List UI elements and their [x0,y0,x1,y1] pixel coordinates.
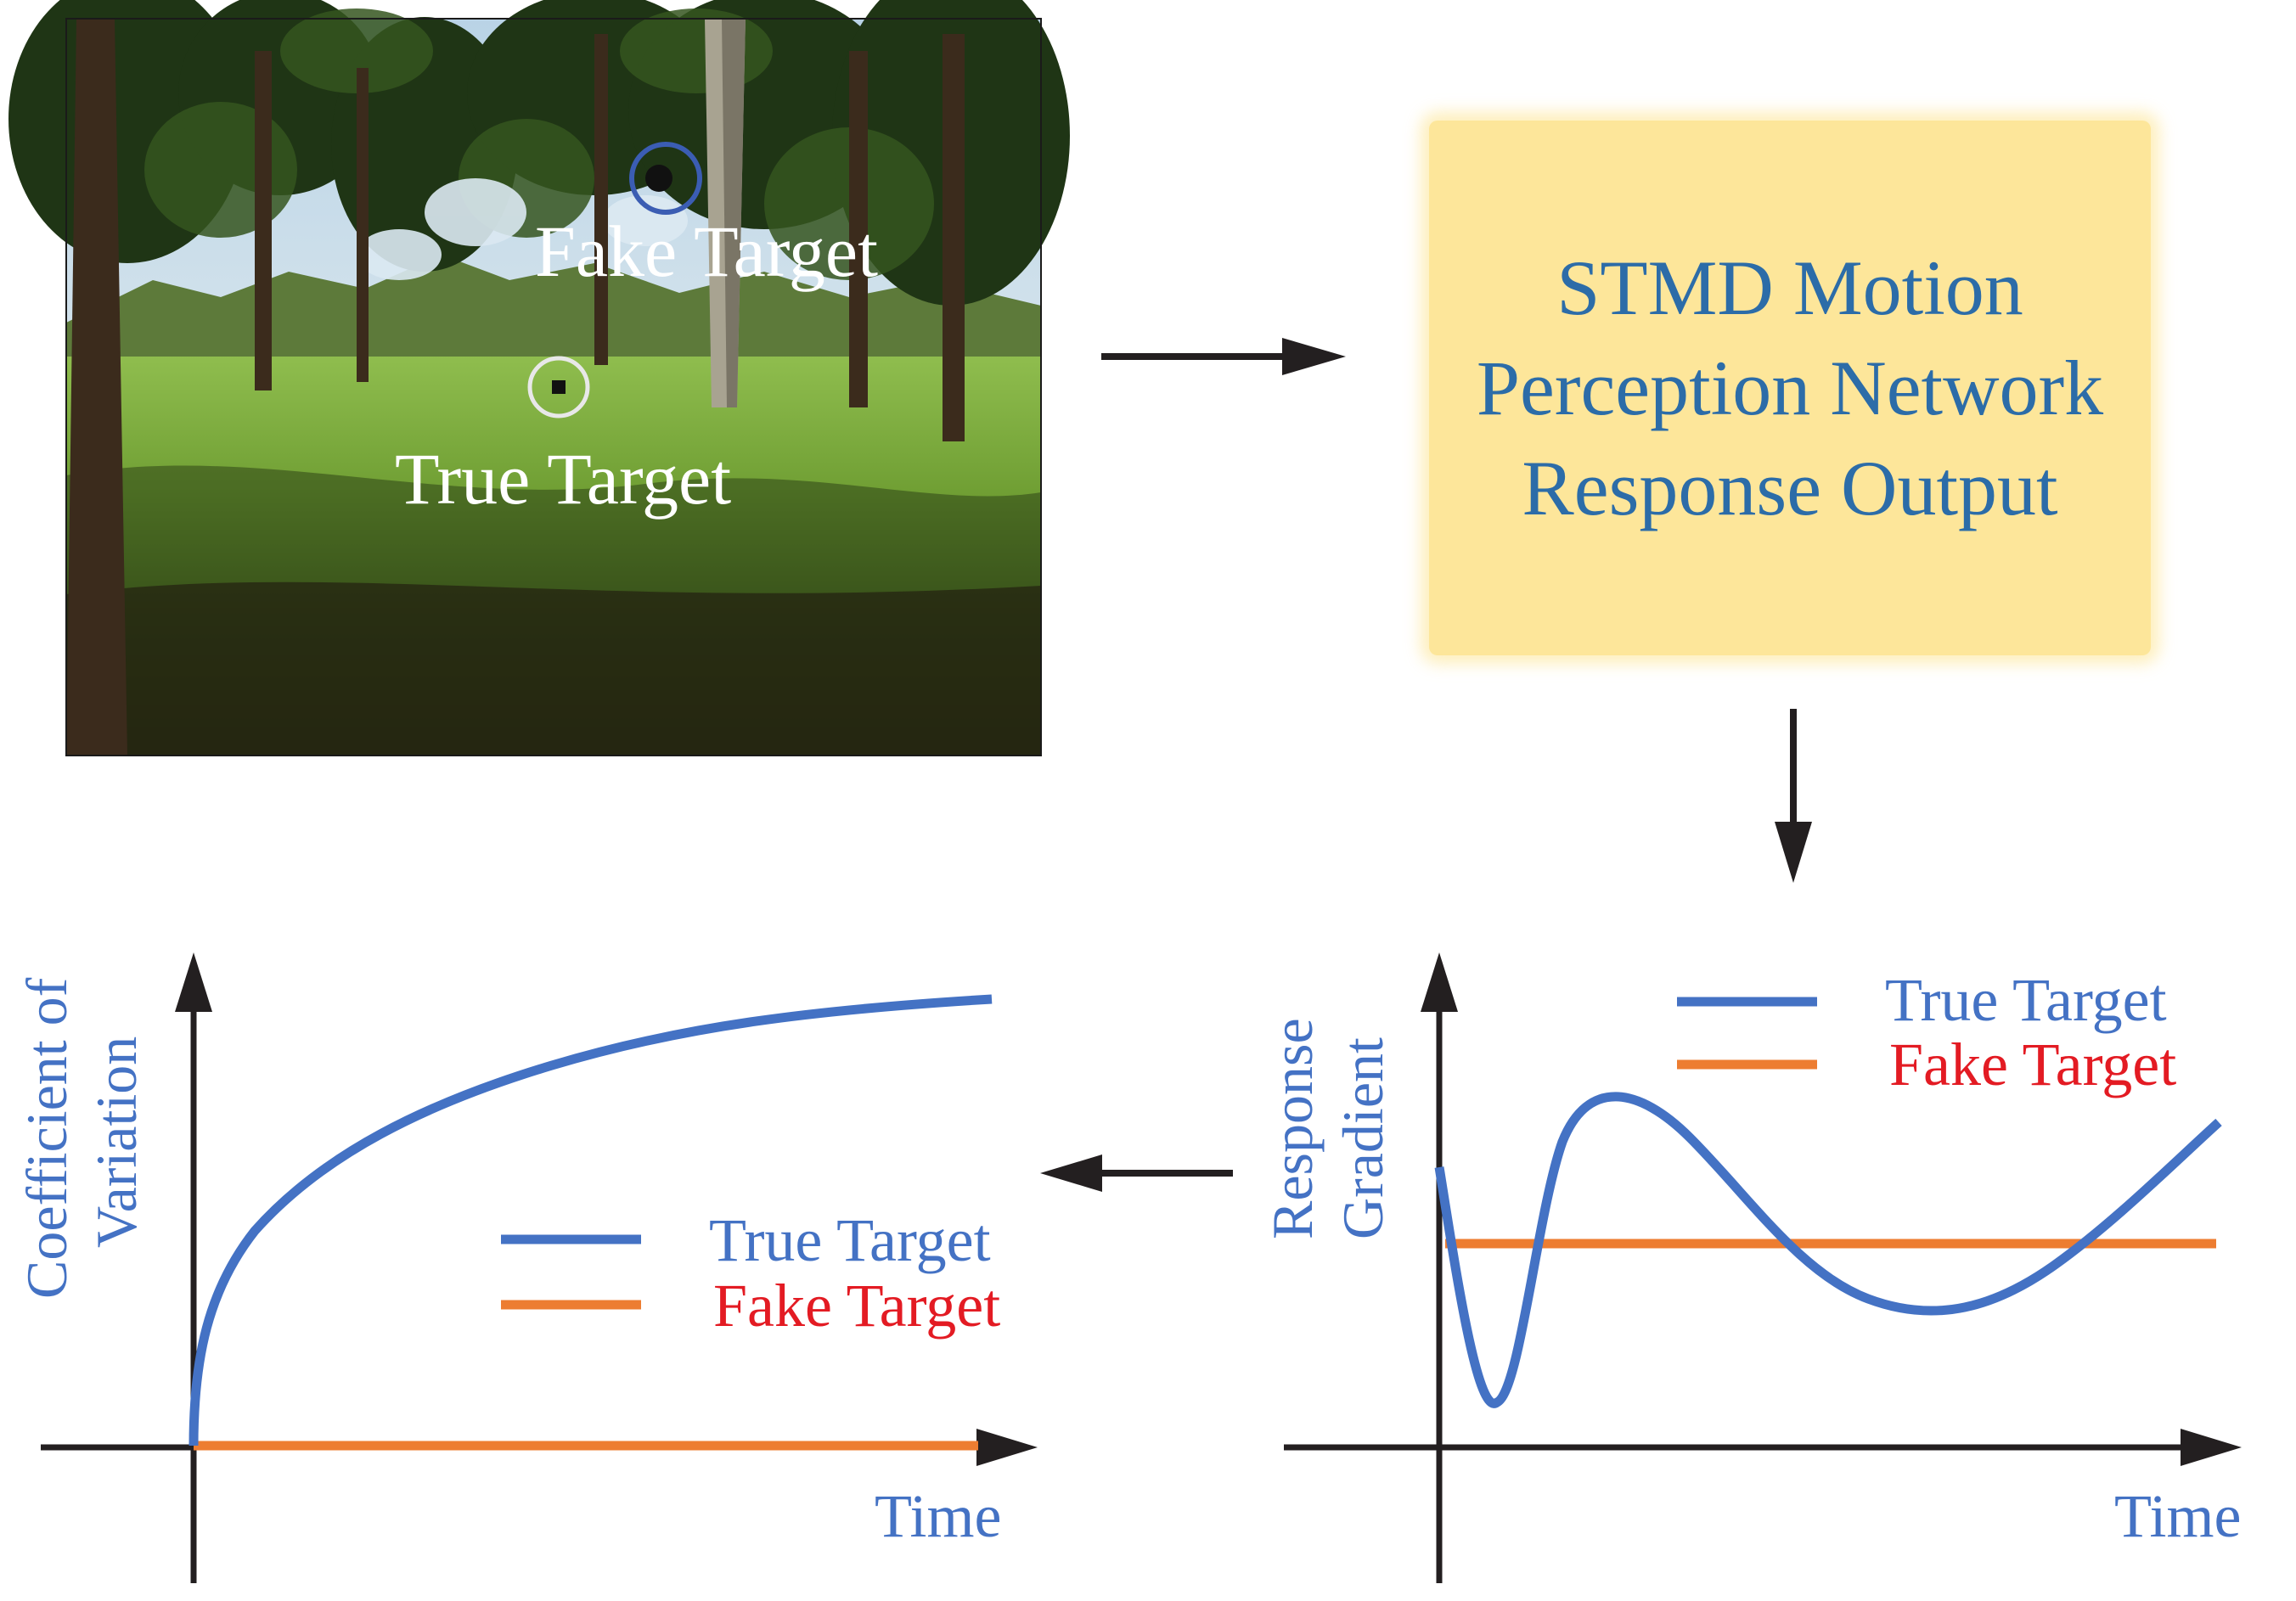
y-axis-arrowhead [1421,952,1458,1012]
true-target-label: True Target [395,438,731,520]
forest-scene-photo [8,0,1070,756]
response-gradient-chart: Response Gradient Time True Target Fake … [1260,952,2242,1583]
left-arrow-icon [1040,1154,1233,1192]
y-axis-label-line2: Variation [84,1036,149,1248]
legend: True Target Fake Target [501,1206,1000,1340]
x-axis-arrowhead [2181,1429,2242,1466]
box-line-2: Perception Network [1476,345,2104,431]
down-arrow-icon [1775,709,1812,883]
y-axis-label-line1: Response [1260,1018,1325,1239]
true-target-series-line [189,994,993,1447]
y-axis-label-line2: Gradient [1331,1037,1395,1239]
legend-label-true: True Target [709,1206,991,1274]
fake-target-label: Fake Target [535,211,878,292]
true-target-marker [527,356,590,419]
x-axis-label: Time [2114,1482,2241,1550]
legend-label-fake: Fake Target [713,1272,1000,1340]
coefficient-of-variation-chart: Coefficient of Variation Time True Targe… [14,952,1038,1583]
legend: True Target Fake Target [1677,966,2176,1098]
y-axis-label-line1: Coefficient of [14,977,79,1299]
x-axis-arrowhead [976,1429,1038,1466]
box-line-3: Response Output [1522,445,2058,531]
legend-label-fake: Fake Target [1889,1031,2176,1098]
x-axis-label: Time [875,1482,1001,1550]
right-arrow-icon [1101,338,1346,375]
y-axis-arrowhead [175,952,212,1012]
true-target-series-line [1434,1092,2222,1408]
fake-target-marker [629,142,702,215]
stmd-network-box: STMD Motion Perception Network Response … [1429,121,2151,655]
legend-label-true: True Target [1885,966,2167,1034]
box-line-1: STMD Motion [1556,244,2023,331]
